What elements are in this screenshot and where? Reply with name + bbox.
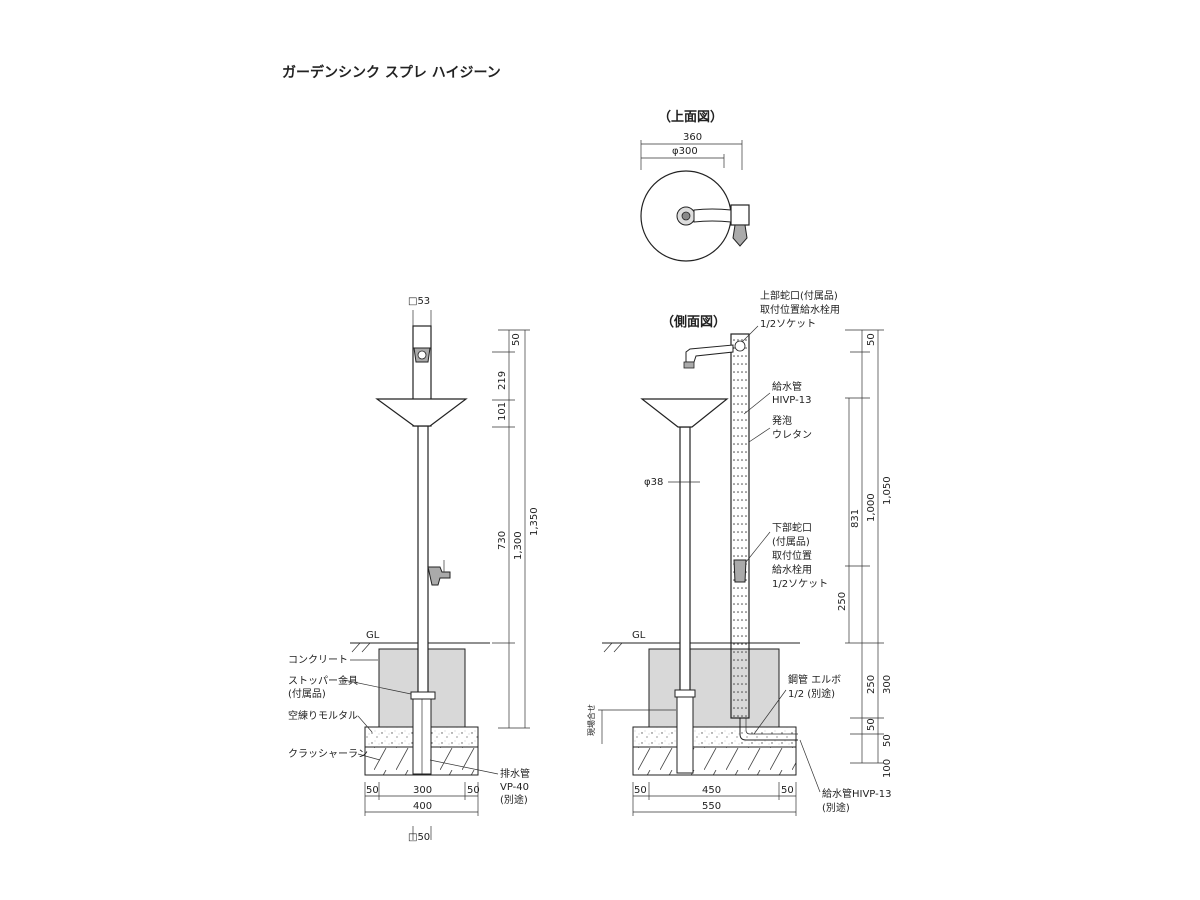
label-upper-3: 1/2ソケット (760, 318, 816, 330)
front-gl: GL (366, 630, 380, 641)
label-lower-4: 給水栓用 (772, 563, 812, 576)
post-top-square (730, 204, 750, 226)
label-lower-5: 1/2ソケット (772, 578, 828, 590)
front-bottom-300: 300 (413, 785, 432, 796)
side-field-adjust: 現場合せ (586, 704, 596, 736)
front-bottom-400: 400 (413, 801, 432, 812)
side-upper-faucet-icon (685, 344, 734, 363)
front-dim-1350: 1,350 (529, 507, 540, 536)
drawing-title: ガーデンシンク スプレ ハイジーン (282, 64, 501, 81)
top-view: （上面図） 360 φ300 (640, 109, 750, 262)
side-mortar-layer (632, 726, 797, 748)
front-dim-219: 219 (497, 371, 508, 390)
top-dim-phi300: φ300 (672, 146, 698, 157)
label-foam-1: 発泡 (772, 414, 792, 427)
label-elbow-2: 1/2 (別途) (788, 687, 835, 700)
label-elbow-1: 鋼管 エルボ (788, 673, 841, 686)
side-bottom-550: 550 (702, 801, 721, 812)
side-dim-50b: 50 (866, 718, 877, 731)
front-view: □53 GL 5 (288, 296, 540, 843)
label-stopper-1: ストッパー金具 (288, 674, 358, 687)
label-drain-1: 排水管 (500, 767, 530, 780)
side-dim-50c: 50 (882, 734, 893, 747)
label-foam-2: ウレタン (772, 429, 812, 441)
side-concrete-block (648, 648, 780, 728)
front-bottom-50b: 50 (467, 785, 480, 796)
label-upper-1: 上部蛇口(付属品) (760, 289, 838, 302)
post-pipe (417, 425, 429, 697)
side-dim-1050: 1,050 (882, 476, 893, 505)
post-bottom-size: □50 (408, 832, 430, 843)
label-mortar: 空練りモルタル (288, 709, 358, 722)
side-gl: GL (632, 630, 646, 641)
side-lower-faucet-icon (733, 559, 747, 583)
label-crusher: クラッシャーラン (288, 748, 368, 760)
sink-bowl (375, 398, 468, 427)
front-bottom-50a: 50 (366, 785, 379, 796)
post-top-size: □53 (408, 296, 430, 307)
lower-faucet-icon (427, 566, 451, 586)
label-supply-b-2: (別途) (822, 801, 850, 814)
label-lower-3: 取付位置 (772, 549, 812, 562)
faucet-icon (732, 224, 748, 247)
label-supply-b-1: 給水管HIVP-13 (822, 787, 891, 800)
front-dim-101: 101 (497, 402, 508, 421)
side-crusher-run-layer (632, 746, 797, 776)
side-phi38: φ38 (644, 477, 663, 488)
label-drain-3: (別途) (500, 793, 528, 806)
side-drain-pipe (676, 692, 694, 774)
side-bottom-50a: 50 (634, 785, 647, 796)
label-lower-1: 下部蛇口 (772, 521, 812, 534)
label-stopper-2: (付属品) (288, 687, 326, 700)
label-upper-2: 取付位置給水栓用 (760, 303, 840, 316)
stopper-bracket (410, 691, 436, 700)
front-dim-1300: 1,300 (513, 531, 524, 560)
side-dim-1000: 1,000 (866, 493, 877, 522)
side-dim-250a: 250 (837, 592, 848, 611)
side-main-post (730, 333, 750, 719)
front-dim-50: 50 (511, 333, 522, 346)
label-concrete: コンクリート (288, 654, 348, 666)
side-sink-bowl (640, 398, 729, 428)
label-supply-2: HIVP-13 (772, 395, 811, 406)
top-view-heading: （上面図） (658, 109, 723, 125)
label-lower-2: (付属品) (772, 535, 810, 548)
side-view: （側面図） GL φ38 現場合せ 上部蛇口(付属品) 取付位 (586, 289, 893, 816)
side-dim-300: 300 (882, 675, 893, 694)
side-bottom-50b: 50 (781, 785, 794, 796)
side-dim-50: 50 (866, 333, 877, 346)
label-supply-1: 給水管 (772, 380, 802, 393)
label-drain-2: VP-40 (500, 782, 529, 793)
side-view-heading: （側面図） (661, 314, 726, 330)
side-dim-831: 831 (850, 509, 861, 528)
side-post-pipe (679, 426, 691, 694)
side-dim-100: 100 (882, 759, 893, 778)
front-dim-730: 730 (497, 531, 508, 550)
side-dim-250b: 250 (866, 675, 877, 694)
top-dim-360: 360 (683, 132, 702, 143)
side-bottom-450: 450 (702, 785, 721, 796)
